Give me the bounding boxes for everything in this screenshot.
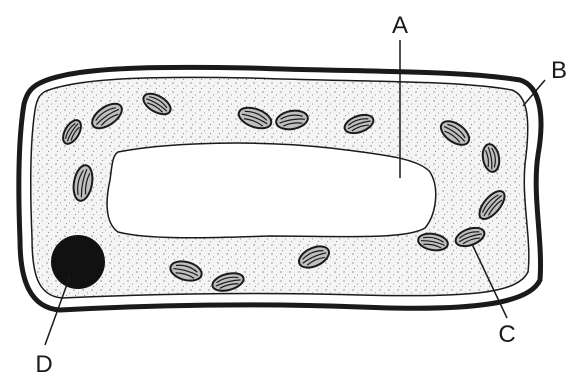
nucleus bbox=[51, 235, 105, 289]
vacuole bbox=[107, 143, 436, 238]
label-a: A bbox=[392, 12, 408, 39]
label-c: C bbox=[498, 321, 515, 348]
label-d: D bbox=[35, 351, 52, 378]
label-b: B bbox=[551, 57, 567, 84]
